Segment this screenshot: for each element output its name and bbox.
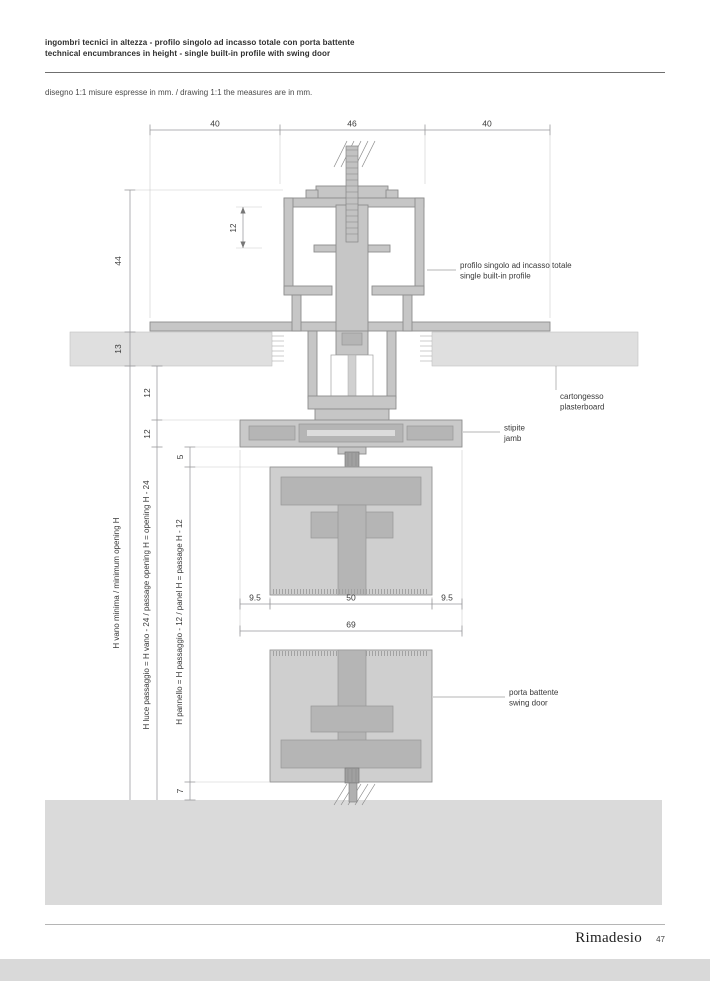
- screw-seat-dimension: 12: [229, 206, 262, 249]
- ceiling-anchor-screw: [333, 140, 376, 243]
- dim-5: 5: [175, 454, 185, 459]
- callout-jamb-italian: stipite: [504, 424, 525, 433]
- callout-plasterboard-english: plasterboard: [560, 403, 604, 412]
- left-chain-passage: 12 12 H luce passaggio = H vano - 24 / p…: [142, 365, 240, 800]
- door-lower-section: [269, 649, 433, 806]
- dim-7: 7: [175, 788, 185, 793]
- dim-panel-width: 50: [346, 593, 356, 603]
- footer: Rimadesio 47: [45, 930, 665, 947]
- left-chain-opening: 44 13 H vano minima / minimum opening H: [112, 189, 283, 800]
- label-passage-opening: H luce passaggio = H vano - 24 / passage…: [142, 480, 151, 730]
- footer-divider: [45, 924, 665, 925]
- top-width-dimensions: 40 46 40: [149, 119, 551, 318]
- callout-jamb: stipite jamb: [463, 424, 525, 443]
- drawing-scale-note: disegno 1:1 misure espresse in mm. / dra…: [45, 88, 313, 97]
- bottom-strip: [0, 959, 710, 981]
- dim-top-left: 40: [210, 119, 220, 129]
- left-chain-panel: 5 7 H pannello = H passaggio - 12 / pane…: [175, 446, 270, 801]
- callout-profile-english: single built-in profile: [460, 272, 531, 281]
- dim-44: 44: [113, 256, 123, 266]
- dim-top-center: 46: [347, 119, 357, 129]
- dim-12-b: 12: [142, 429, 152, 439]
- plasterboard-ceiling: [69, 331, 639, 367]
- jamb-profile: [239, 419, 463, 455]
- page-title-english: technical encumbrances in height - singl…: [45, 49, 331, 58]
- callout-plasterboard: cartongesso plasterboard: [555, 366, 604, 412]
- callout-profile-italian: profilo singolo ad incasso totale: [460, 261, 572, 270]
- callout-door: porta battente swing door: [433, 688, 559, 708]
- built-in-profile: [283, 185, 425, 423]
- callout-plasterboard-italian: cartongesso: [560, 392, 604, 401]
- dim-total-width: 69: [346, 620, 356, 630]
- page-title-italian: ingombri tecnici in altezza - profilo si…: [45, 38, 355, 47]
- dim-12-a: 12: [142, 388, 152, 398]
- callout-door-english: swing door: [509, 699, 548, 708]
- door-width-dimensions: 9.5 50 9.5 69: [239, 450, 463, 637]
- label-minimum-opening: H vano minima / minimum opening H: [112, 517, 121, 648]
- callout-profile: profilo singolo ad incasso totale single…: [427, 261, 572, 281]
- callout-door-italian: porta battente: [509, 688, 559, 697]
- dim-screw-seat: 12: [229, 223, 238, 232]
- callout-jamb-english: jamb: [503, 434, 522, 443]
- dim-left-gap: 9.5: [249, 593, 261, 603]
- dim-right-gap: 9.5: [441, 593, 453, 603]
- dim-13: 13: [113, 344, 123, 354]
- page-number: 47: [656, 935, 665, 944]
- header-divider: [45, 72, 665, 73]
- dim-top-right: 40: [482, 119, 492, 129]
- brand-logo: Rimadesio: [575, 930, 643, 946]
- floor-slab: [45, 800, 662, 905]
- door-upper-section: [269, 451, 433, 596]
- label-panel-height: H pannello = H passaggio - 12 / panel H …: [175, 519, 184, 725]
